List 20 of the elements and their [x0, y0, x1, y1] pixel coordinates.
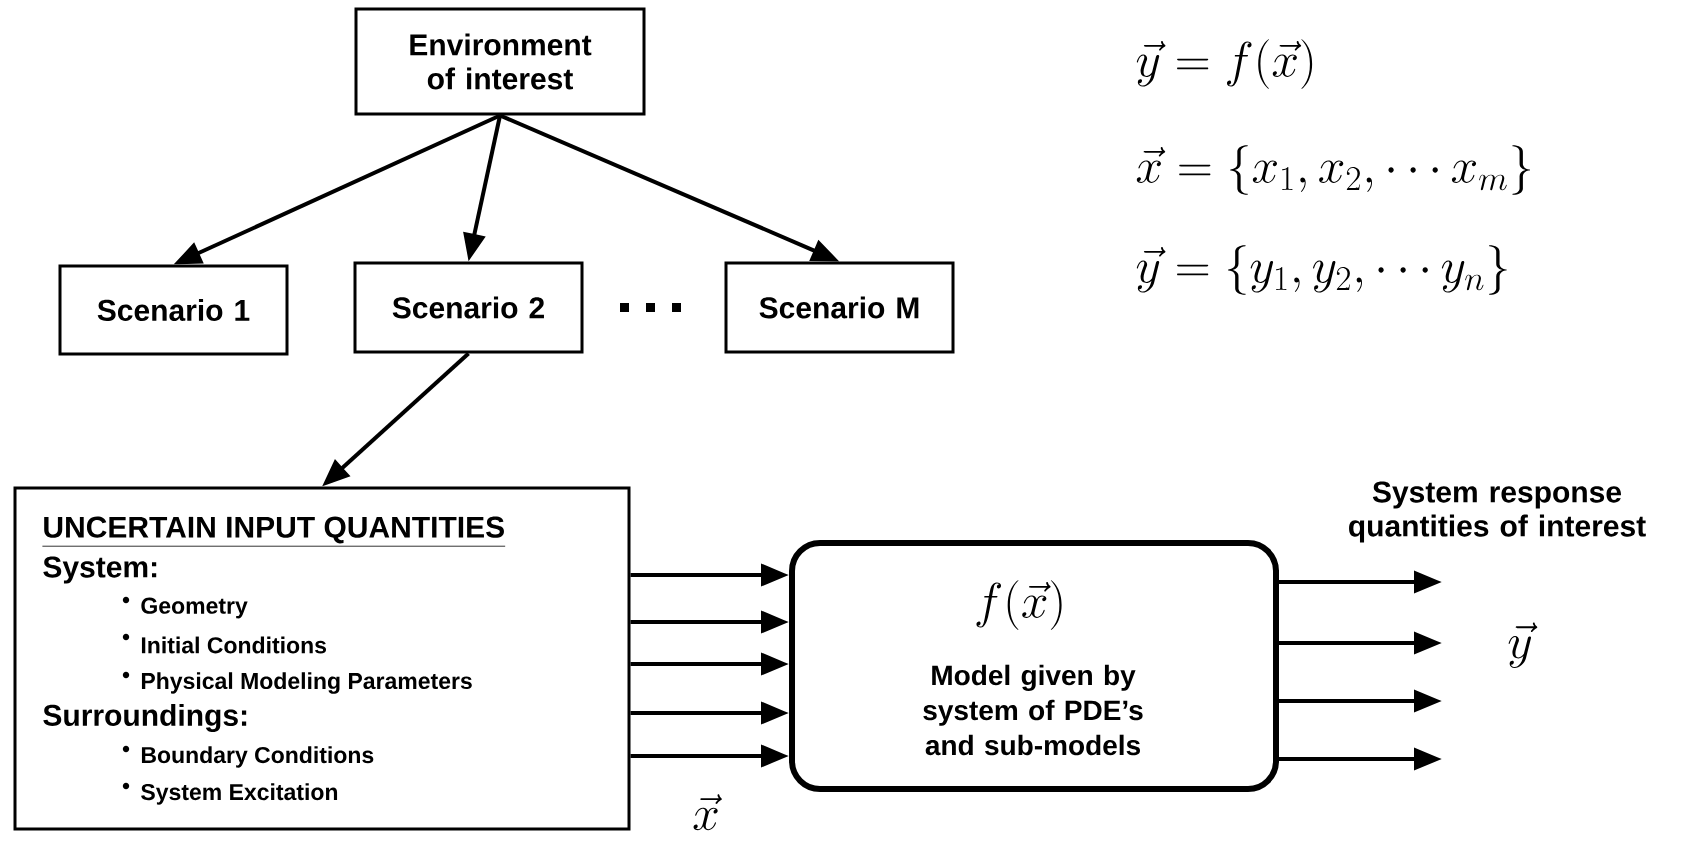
vector-symbol: $\vec{y}$ — [1508, 622, 1538, 669]
section-label: System: — [43, 556, 157, 584]
vector-symbol: $\vec{x}$ — [693, 794, 722, 831]
section-label: Surroundings: — [43, 703, 247, 733]
model-box: $f(\vec{x})$ Model given by system of PDE’s and sub-models — [789, 540, 1279, 792]
bullet-item: Boundary Conditions — [122, 745, 374, 768]
heading: UNCERTAIN INPUT QUANTITIES — [42, 516, 506, 547]
output-label: System response quantities of interest — [1349, 481, 1646, 543]
scenario-box: Scenario 1 — [58, 264, 289, 356]
input-box — [13, 486, 631, 831]
bullet-item: Physical Modeling Parameters — [122, 671, 472, 694]
bullet-item: Geometry — [122, 596, 248, 619]
bullet-item: System Excitation — [122, 782, 338, 805]
process-box: Environment of interest — [354, 7, 646, 116]
equation: $\vec{x} = \left\{ x_1, x_2, \cdots x_m \right\}$ — [1136, 145, 1531, 195]
bullet-item: Initial Conditions — [122, 633, 327, 654]
scenario-box: Scenario M — [724, 261, 955, 354]
equation: $\vec{y} = f(\vec{x})$ — [1136, 39, 1313, 89]
equation: $\vec{y} = \left\{ y_1, y_2, \cdots y_n \right\}$ — [1136, 245, 1507, 295]
scenario-box: Scenario 2 — [353, 261, 584, 354]
